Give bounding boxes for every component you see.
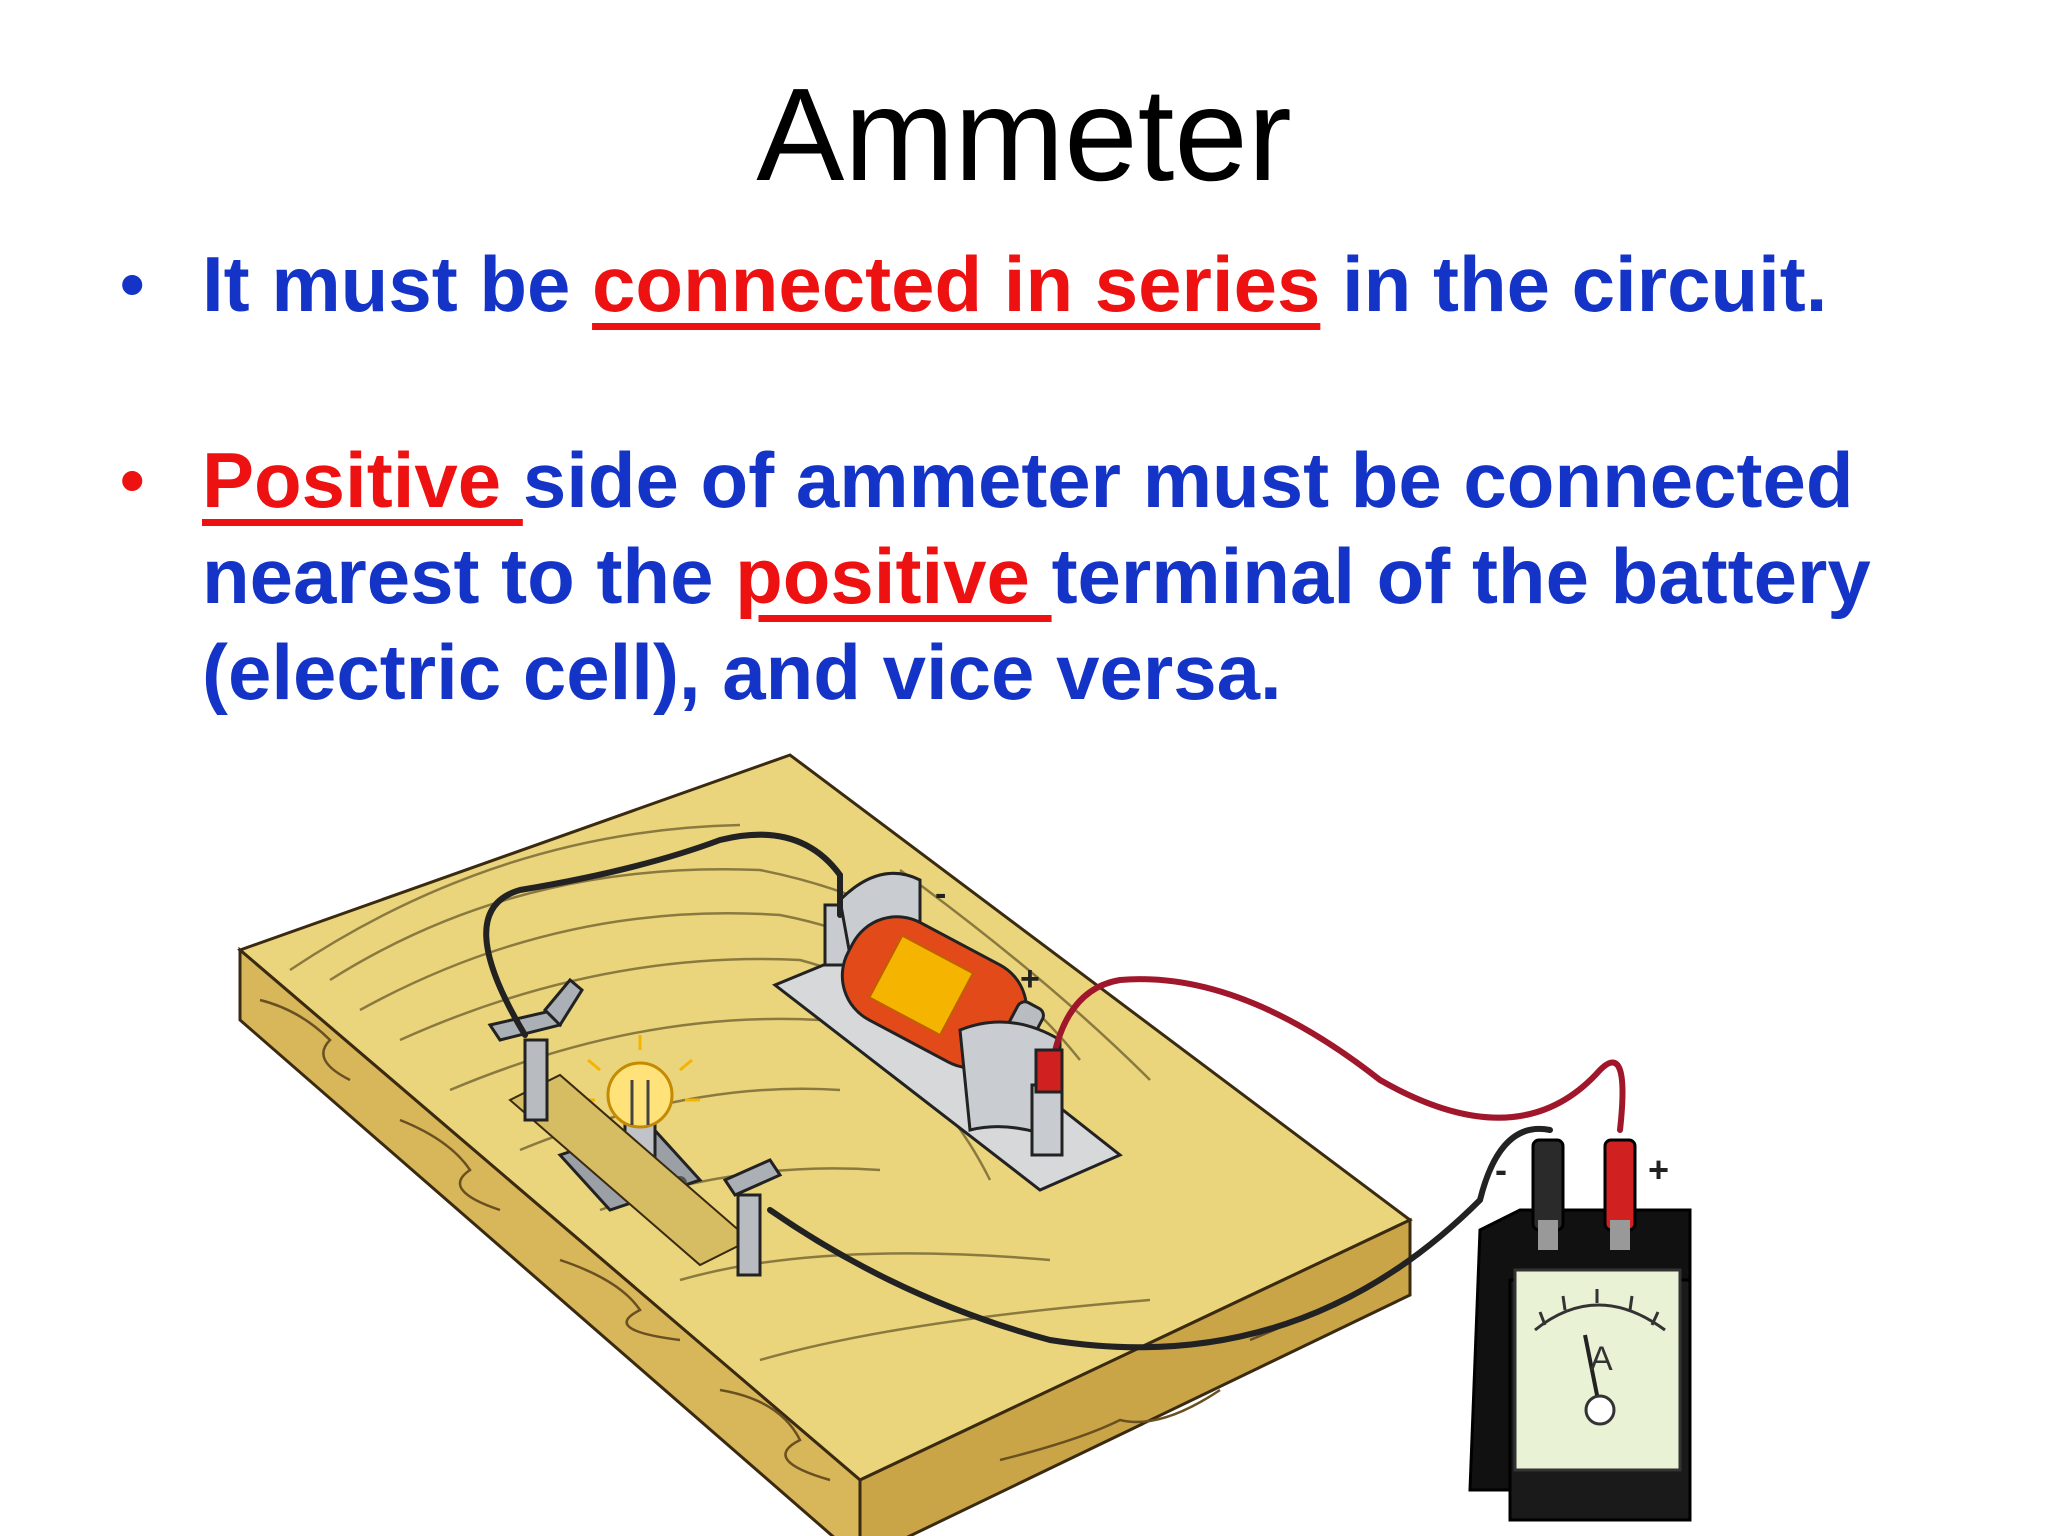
ammeter: A - + bbox=[1468, 1138, 1692, 1522]
slide-title: Ammeter bbox=[756, 61, 1292, 208]
right-clip-post bbox=[722, 1158, 783, 1277]
line-2: nearest to the positive terminal of the … bbox=[202, 532, 1871, 620]
ammeter-letter: A bbox=[1590, 1340, 1613, 1378]
highlight-positive: Positive bbox=[202, 436, 523, 524]
line-1: Positive side of ammeter must be connect… bbox=[202, 436, 1854, 524]
cell-plus-label: + bbox=[1020, 960, 1040, 998]
highlight-connected-in-series: connected in series bbox=[592, 240, 1321, 328]
meter-plus-label: + bbox=[1648, 1149, 1669, 1190]
bullet-series: • It must be connected in series in the … bbox=[120, 236, 1980, 336]
wires bbox=[483, 831, 1626, 1351]
ammeter-minus-terminal bbox=[1531, 1138, 1565, 1250]
bullet-text: It must be connected in series in the ci… bbox=[202, 240, 1828, 328]
left-clip-post bbox=[487, 977, 752, 1267]
circuit-illustration: - + A bbox=[237, 753, 1692, 1536]
bullet-marker: • bbox=[120, 441, 145, 519]
meter-minus-label: - bbox=[1495, 1149, 1507, 1190]
bullet-positive-side: • Positive side of ammeter must be conne… bbox=[120, 432, 2000, 732]
light-bulb-icon bbox=[580, 1035, 700, 1129]
wooden-board bbox=[237, 753, 1413, 1536]
bullet-marker: • bbox=[120, 245, 145, 323]
ammeter-plus-terminal bbox=[1603, 1138, 1637, 1250]
highlight-positive-terminal: positive bbox=[735, 532, 1052, 620]
cell-minus-label: - bbox=[935, 875, 946, 913]
red-probe bbox=[1034, 1048, 1064, 1094]
bullet-text: Positive side of ammeter must be connect… bbox=[202, 432, 1871, 720]
line-3: (electric cell), and vice versa. bbox=[202, 628, 1282, 716]
